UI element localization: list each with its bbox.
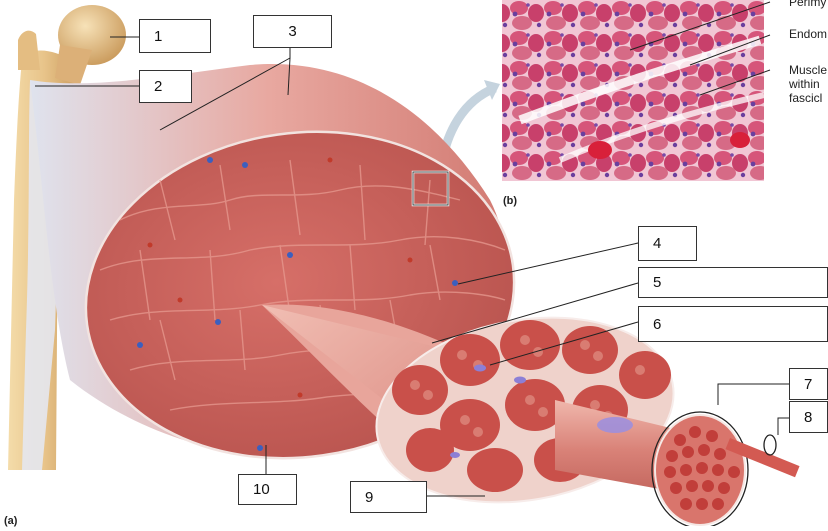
blood-vessel-2: [730, 132, 750, 148]
label-7-text: 7: [804, 375, 813, 393]
label-box-1[interactable]: 1: [139, 19, 211, 53]
zoom-arrow-head: [484, 80, 500, 100]
myofibril-ring: [763, 434, 777, 456]
myofibril-dots: [664, 426, 740, 510]
leader-5: [431, 282, 639, 344]
leader-4: [457, 242, 639, 285]
leader-3b: [287, 57, 291, 96]
micrograph-panel: [502, 0, 771, 181]
panel-letter-b: (b): [503, 195, 518, 207]
label-2-text: 2: [154, 78, 163, 95]
callout-line-fiber: [699, 69, 771, 96]
callout-muscle-fiber-line3: fascicl: [789, 91, 823, 105]
blood-vessel: [588, 141, 612, 159]
micrograph-image: [502, 0, 764, 181]
label-box-2[interactable]: 2: [139, 70, 192, 103]
label-box-5[interactable]: 5: [638, 267, 828, 298]
label-box-9[interactable]: 9: [350, 481, 427, 513]
nuclei-on-section: [137, 157, 458, 451]
panel-letter-a: (a): [4, 515, 18, 527]
callout-line-perimysium: [629, 1, 771, 51]
leader-lines: [35, 36, 789, 497]
magnify-box-outline: [412, 171, 449, 206]
callout-endomysium: Endom: [789, 27, 828, 41]
label-9-text: 9: [365, 488, 374, 506]
label-3-text: 3: [288, 23, 297, 40]
label-box-10[interactable]: 10: [238, 474, 297, 505]
label-box-8[interactable]: 8: [789, 401, 828, 433]
callout-muscle-fiber-line2: within: [789, 77, 820, 91]
label-4-text: 4: [653, 235, 662, 252]
callout-line-endomysium: [689, 34, 771, 66]
perimysium-band-2: [558, 92, 765, 163]
label-6-text: 6: [653, 315, 662, 333]
fiber-nucleus: [597, 417, 633, 433]
callout-muscle-fiber-line1: Muscle: [789, 63, 828, 77]
leader-3a: [159, 57, 291, 131]
callout-perimysium: Perimy: [789, 0, 827, 9]
label-8-text: 8: [804, 408, 813, 426]
perimysium-band: [518, 35, 762, 125]
leader-6: [489, 321, 639, 366]
leader-8: [777, 417, 789, 435]
label-1-text: 1: [154, 27, 163, 45]
label-box-3[interactable]: 3: [253, 15, 332, 48]
myofibril: [725, 437, 800, 478]
label-box-4[interactable]: 4: [638, 226, 697, 261]
label-box-6[interactable]: 6: [638, 306, 828, 342]
label-5-text: 5: [653, 274, 662, 291]
label-10-text: 10: [253, 481, 270, 498]
leader-7: [717, 383, 789, 405]
label-box-7[interactable]: 7: [789, 368, 828, 400]
